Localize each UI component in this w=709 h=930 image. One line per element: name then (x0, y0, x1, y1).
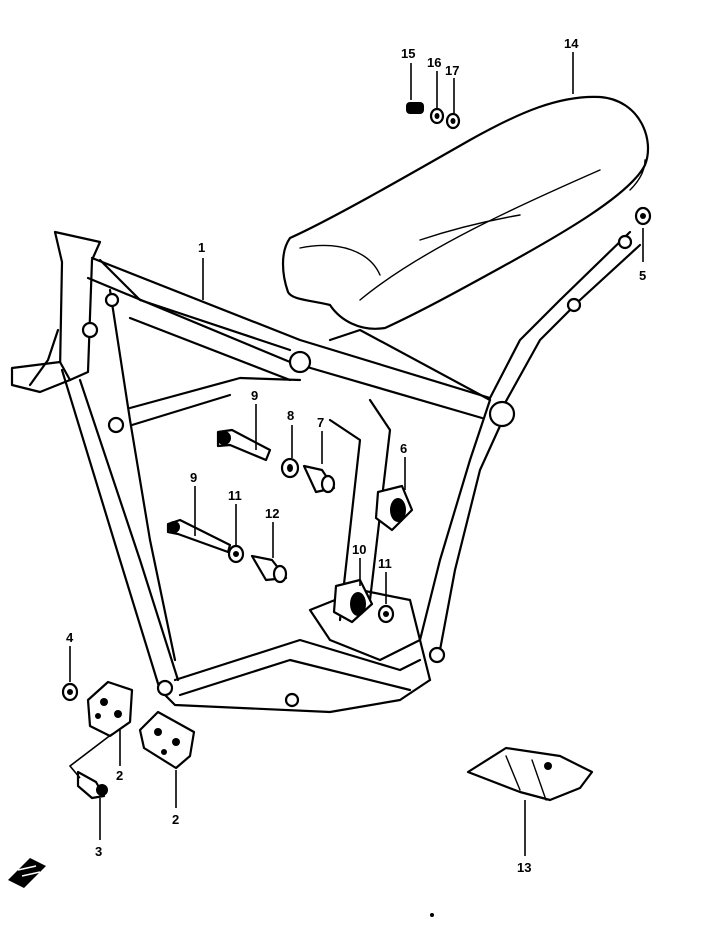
collar-upper (302, 464, 336, 494)
nut-17 (445, 112, 461, 130)
callout-3: 3 (95, 844, 102, 859)
bolt-3 (76, 770, 108, 800)
callout-15: 15 (401, 46, 415, 61)
washer-16 (429, 107, 445, 125)
bolt-lower (166, 518, 232, 554)
washer-upper (280, 457, 300, 479)
engine-bracket-upper (86, 680, 134, 738)
speck (430, 913, 434, 917)
bolt-upper (216, 428, 272, 462)
seat-bolt-15 (406, 102, 424, 114)
nut-4 (61, 682, 79, 702)
callout-6: 6 (400, 441, 407, 456)
engine-bracket-lower (138, 710, 196, 770)
callout-16: 16 (427, 55, 441, 70)
callout-11-left: 11 (228, 488, 242, 503)
callout-labels: 1 14 15 16 17 5 9 8 7 6 9 11 12 10 11 4 … (66, 36, 646, 875)
callout-14: 14 (564, 36, 579, 51)
callout-9-upper: 9 (251, 388, 258, 403)
seat (281, 95, 650, 330)
bushing-lower (332, 578, 374, 624)
callout-4: 4 (66, 630, 74, 645)
callout-10: 10 (352, 542, 366, 557)
nut-5 (634, 206, 652, 226)
callout-5: 5 (639, 268, 646, 283)
callout-2-upper: 2 (116, 768, 123, 783)
callout-12: 12 (265, 506, 279, 521)
callout-11-right: 11 (378, 556, 392, 571)
front-arrow-icon (8, 858, 46, 888)
callout-9-lower: 9 (190, 470, 197, 485)
bushing-upper (374, 484, 414, 532)
callout-1: 1 (198, 240, 205, 255)
callout-13: 13 (517, 860, 531, 875)
main-frame (10, 230, 642, 714)
callout-7: 7 (317, 415, 324, 430)
cover-13 (466, 746, 594, 802)
callout-2-lower: 2 (172, 812, 179, 827)
callout-17: 17 (445, 63, 459, 78)
washer-lower-left (227, 544, 245, 564)
leader-lines (68, 52, 644, 856)
collar-lower (250, 554, 288, 584)
callout-8: 8 (287, 408, 294, 423)
washer-lower-right (377, 604, 395, 624)
